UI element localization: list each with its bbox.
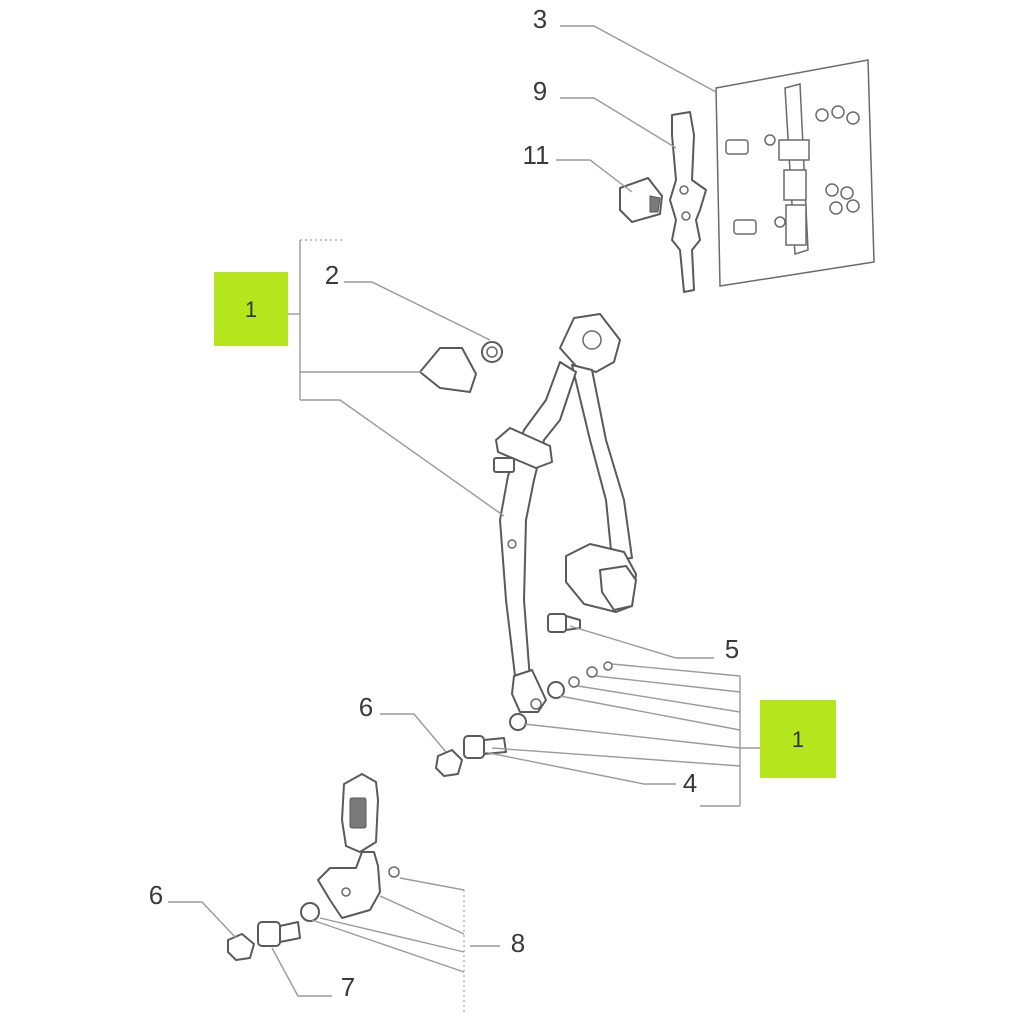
bolt-part-5: [547, 613, 581, 633]
callout-6-lower: 6: [149, 880, 163, 910]
callout-7: 7: [341, 972, 355, 1002]
mounting-panel-part-3: [715, 59, 875, 287]
group-badge-upper: 1: [214, 272, 288, 346]
callout-9: 9: [533, 76, 547, 106]
callout-11: 11: [523, 140, 550, 170]
seatbelt-webbing-assembly: [493, 313, 637, 713]
group-badge-upper-label: 1: [245, 297, 257, 322]
cap-part-6-upper: [435, 749, 463, 777]
anchor-cover-part-2: [419, 341, 503, 393]
group-badge-lower: 1: [760, 700, 836, 778]
callout-5: 5: [725, 634, 739, 664]
bolt-part-7: [257, 902, 320, 947]
callout-8: 8: [511, 928, 525, 958]
callout-4: 4: [683, 768, 697, 798]
slider-knob-part-11: [619, 177, 663, 223]
callout-2: 2: [325, 260, 339, 290]
buckle-assembly: [317, 773, 400, 919]
bolt-part-4: [463, 735, 507, 759]
leader-lines: [168, 25, 760, 1012]
callout-3: 3: [533, 4, 547, 34]
group-badge-lower-label: 1: [792, 727, 804, 752]
height-adjuster-rail-part-9: [669, 111, 707, 293]
callout-6-upper: 6: [359, 692, 373, 722]
cap-part-6-lower: [227, 933, 255, 961]
callout-labels: 3 9 11 2 5 6 4 6 8 7: [149, 4, 739, 1002]
washer-stack: [509, 661, 613, 731]
